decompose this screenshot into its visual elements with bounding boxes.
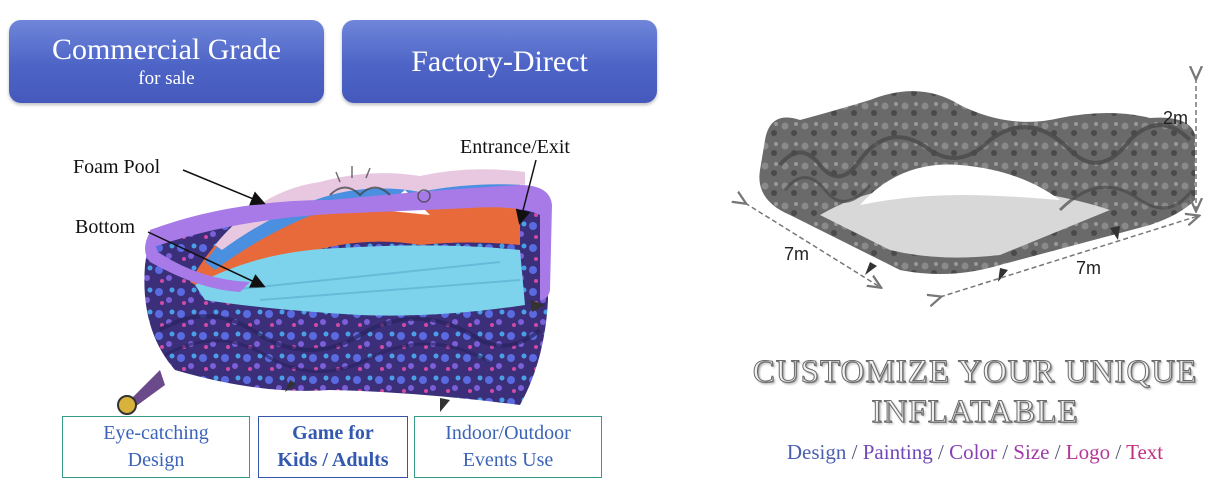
- option-text: Text: [1126, 440, 1164, 464]
- feature-line: Design: [127, 449, 185, 471]
- feature-line: Events Use: [462, 449, 554, 471]
- badge-title: Commercial Grade: [51, 32, 282, 66]
- option-painting: Painting: [862, 440, 933, 464]
- dimension-label-right: 7m: [1076, 258, 1102, 278]
- option-size: Size: [1013, 440, 1050, 464]
- dimension-line-right: [940, 216, 1198, 297]
- option-color: Color: [949, 440, 997, 464]
- brand-logo-mark: [329, 166, 431, 203]
- feature-kids-adults: Game for Kids / Adults: [258, 416, 408, 478]
- option-design: Design: [786, 440, 847, 464]
- foam-pool-arrow: [182, 169, 266, 206]
- bottom-label: Bottom: [75, 216, 136, 238]
- foam-pool-label: Foam Pool: [73, 156, 161, 178]
- option-separator: /: [1002, 440, 1014, 464]
- option-separator: /: [851, 440, 863, 464]
- badge-title: Factory-Direct: [411, 44, 588, 78]
- option-separator: /: [1115, 440, 1127, 464]
- grey-inflatable-illustration: [759, 91, 1195, 282]
- bottom-arrow: [147, 231, 266, 288]
- commercial-grade-badge: Commercial Grade for sale: [9, 20, 324, 103]
- feature-indoor-outdoor: Indoor/Outdoor Events Use: [414, 416, 602, 478]
- factory-direct-badge: Factory-Direct: [342, 20, 657, 103]
- entrance-exit-label: Entrance/Exit: [460, 136, 570, 158]
- option-separator: /: [1054, 440, 1066, 464]
- customize-headline-line1: CUSTOMIZE YOUR UNIQUE: [752, 354, 1198, 391]
- feature-eye-catching: Eye-catching Design: [62, 416, 250, 478]
- badge-subtitle: for sale: [138, 67, 195, 89]
- dimension-line-left: [745, 203, 880, 287]
- foam-pool-illustration: [117, 169, 552, 415]
- option-separator: /: [938, 440, 950, 464]
- dimension-label-height: 2m: [1163, 108, 1189, 128]
- customize-headline-line2: INFLATABLE: [871, 394, 1079, 431]
- feature-line: Eye-catching: [103, 422, 209, 444]
- feature-line: Game for: [292, 422, 374, 444]
- customize-options: Design / Painting / Color / Size / Logo …: [740, 440, 1210, 465]
- dimension-label-left: 7m: [784, 244, 810, 264]
- feature-line: Indoor/Outdoor: [445, 422, 571, 444]
- entrance-arrow: [515, 159, 537, 225]
- option-logo: Logo: [1065, 440, 1111, 464]
- feature-line: Kids / Adults: [277, 449, 389, 471]
